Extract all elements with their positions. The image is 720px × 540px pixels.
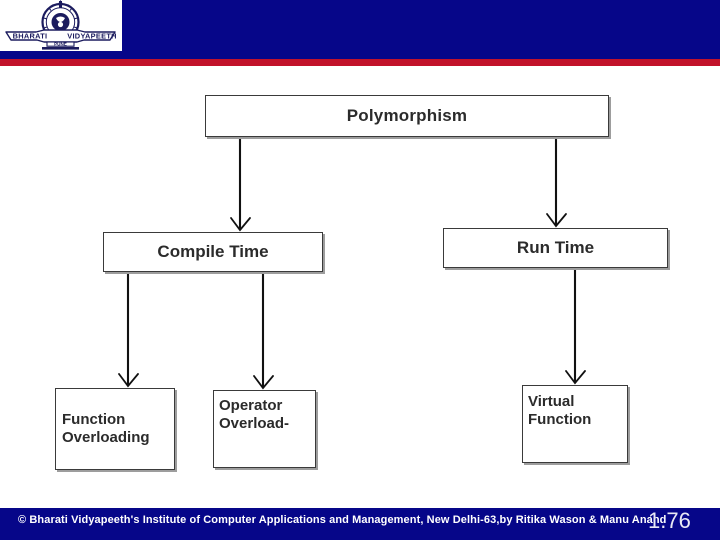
node-virtual-function[interactable]: Virtual Function <box>522 385 628 463</box>
arrowhead-virtual-function <box>565 370 586 385</box>
node-operator-overload-label: Operator Overload- <box>219 397 290 432</box>
page-number: 1.76 <box>648 508 691 533</box>
node-compile-time[interactable]: Compile Time <box>103 232 323 272</box>
node-compile-time-label: Compile Time <box>157 241 269 261</box>
footer-bar <box>0 508 720 540</box>
node-polymorphism[interactable]: Polymorphism <box>205 95 609 137</box>
institute-logo: BHARATI VIDYAPEETH PUNE <box>0 0 122 51</box>
arrowhead-operator-overload <box>253 375 274 390</box>
node-polymorphism-label: Polymorphism <box>346 105 468 125</box>
logo-text-vidyapeeth: VIDYAPEETH <box>67 32 117 41</box>
node-run-time-label: Run Time <box>516 237 595 257</box>
arrowhead-function-overloading <box>118 373 139 388</box>
node-operator-overload[interactable]: Operator Overload- <box>213 390 316 468</box>
node-virtual-function-label: Virtual Function <box>528 393 592 428</box>
node-function-overloading-label: Function Overloading <box>62 411 150 446</box>
node-run-time[interactable]: Run Time <box>443 228 668 268</box>
footer-credit-text: © Bharati Vidyapeeth's Institute of Comp… <box>18 514 667 526</box>
bharati-vidyapeeth-logo-icon: BHARATI VIDYAPEETH PUNE <box>0 0 122 51</box>
arrowhead-compile-time <box>230 217 251 232</box>
polymorphism-hierarchy-diagram: Polymorphism Compile Time Run Time Funct… <box>0 66 720 508</box>
logo-text-bharati: BHARATI <box>13 32 48 41</box>
diagram-connectors <box>118 137 586 390</box>
arrowhead-run-time <box>546 213 567 228</box>
header-accent-stripe <box>0 59 720 66</box>
logo-text-pune: PUNE <box>54 42 67 47</box>
node-function-overloading[interactable]: Function Overloading <box>55 388 175 470</box>
